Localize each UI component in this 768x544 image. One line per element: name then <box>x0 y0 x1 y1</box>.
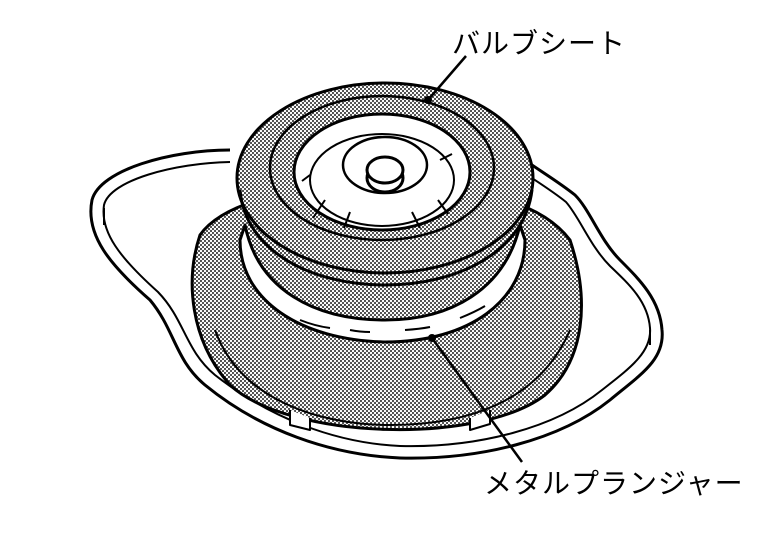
metal-plunger <box>238 223 527 344</box>
valve-seat-leader <box>427 55 467 101</box>
metal-plunger-leader <box>430 337 524 463</box>
valve-seat-label: バルブシート <box>452 27 627 60</box>
cap-flange <box>89 138 664 460</box>
metal-plunger-label: メタルプランジャー <box>484 467 744 500</box>
